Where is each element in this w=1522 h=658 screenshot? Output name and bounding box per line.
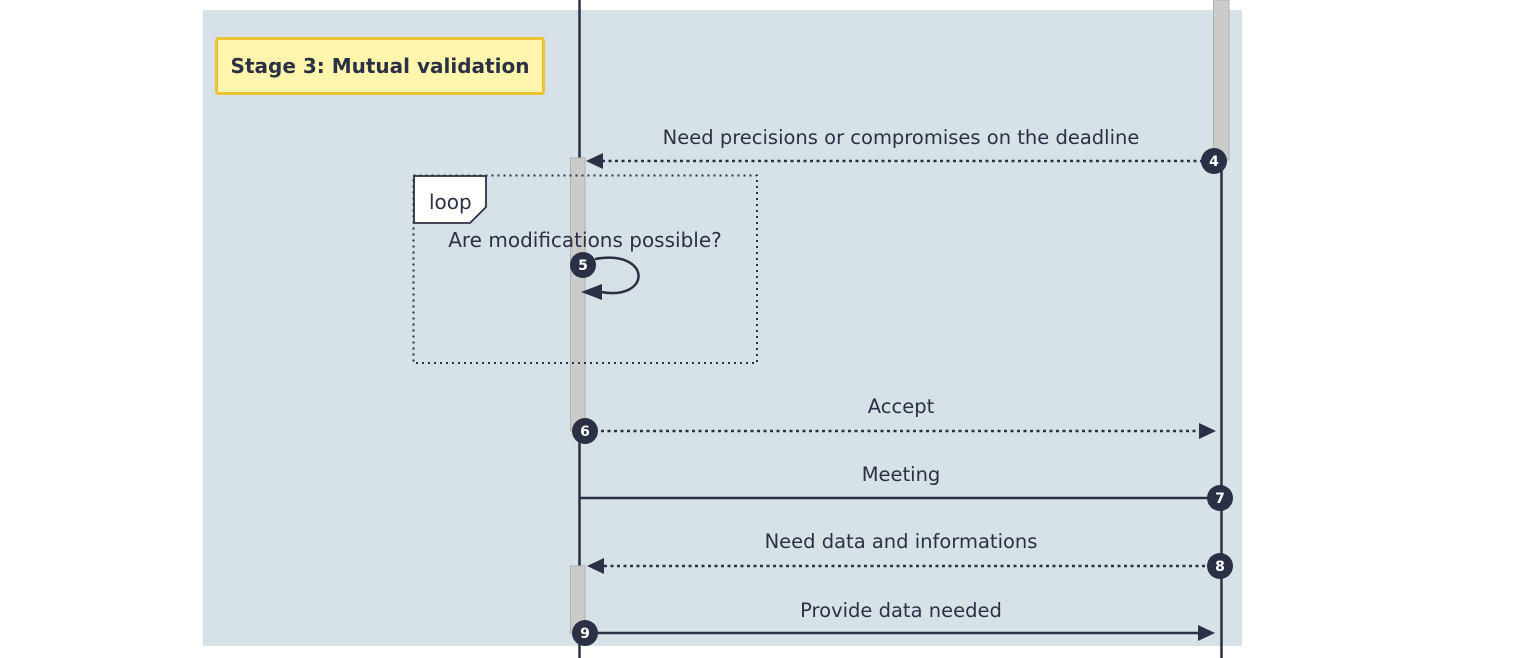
arrowhead-left-icon — [587, 558, 604, 574]
seq-number-badge — [1207, 485, 1233, 511]
seq-number-badge — [1201, 148, 1227, 174]
seq-number-badge — [570, 252, 596, 278]
seq-number: 7 — [1215, 491, 1225, 507]
loop-label-box — [413, 175, 487, 224]
message-8: Need data and informations 8 — [587, 530, 1233, 579]
message-8-label: Need data and informations — [765, 530, 1038, 553]
stage-note-box — [215, 37, 545, 95]
self-loop-curve — [594, 256, 640, 295]
message-5-self-loop: 5 — [570, 252, 640, 300]
activation-bar-right — [1213, 0, 1230, 161]
message-9-label: Provide data needed — [800, 599, 1002, 622]
message-7: Meeting 7 — [579, 463, 1233, 511]
loop-border — [412, 174, 758, 364]
message-4: Need precisions or compromises on the de… — [586, 126, 1227, 174]
message-6: Accept 6 — [572, 395, 1216, 444]
seq-number-badge — [572, 620, 598, 646]
message-4-label: Need precisions or compromises on the de… — [663, 126, 1140, 149]
stage-note: Stage 3: Mutual validation — [215, 37, 545, 95]
seq-number-badge — [1207, 553, 1233, 579]
loop-label: loop — [429, 190, 472, 214]
seq-number: 4 — [1209, 154, 1219, 170]
seq-number: 6 — [580, 424, 590, 440]
message-6-label: Accept — [868, 395, 935, 418]
arrowhead-right-icon — [1198, 625, 1215, 641]
arrowhead-right-icon — [1199, 423, 1216, 439]
seq-number: 5 — [578, 258, 588, 274]
seq-number: 8 — [1215, 559, 1225, 575]
seq-number-badge — [572, 418, 598, 444]
message-9: Provide data needed 9 — [572, 599, 1215, 646]
message-7-label: Meeting — [862, 463, 941, 486]
loop-frame: loop Are modifications possible? — [412, 174, 758, 364]
arrowhead-left-icon — [586, 153, 603, 169]
loop-condition: Are modifications possible? — [448, 228, 722, 252]
activation-bar-left-1 — [570, 157, 586, 432]
arrowhead-left-icon — [581, 284, 602, 300]
stage-note-label: Stage 3: Mutual validation — [231, 54, 530, 78]
stage-highlight-rect — [203, 10, 1242, 646]
seq-number: 9 — [580, 626, 590, 642]
